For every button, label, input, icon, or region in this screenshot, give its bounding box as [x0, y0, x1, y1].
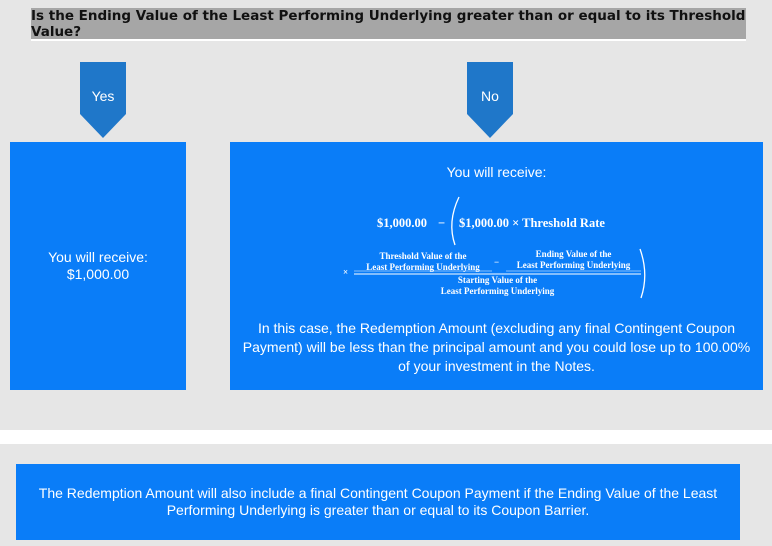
yes-arrow: Yes	[80, 62, 126, 138]
formula-minus-sign: −	[438, 216, 446, 230]
formula-brackets	[354, 196, 646, 299]
redemption-formula: $1,000.00 − $1,000.00 × Threshold Rate ×…	[230, 142, 763, 390]
no-arrow: No	[467, 62, 513, 138]
no-label: No	[481, 88, 499, 104]
no-chevron-shape	[467, 62, 513, 138]
threshold-value-line2: Least Performing Underlying	[366, 262, 480, 272]
ending-value-label: Ending Value of the Least Performing Und…	[506, 249, 641, 271]
yes-receive-label: You will receive:	[48, 249, 148, 265]
no-description: In this case, the Redemption Amount (exc…	[242, 320, 751, 374]
starting-value-line1: Starting Value of the	[457, 275, 538, 285]
coupon-note-text: The Redemption Amount will also include …	[38, 485, 718, 518]
starting-value-label: Starting Value of the Least Performing U…	[420, 275, 575, 297]
coupon-note-box: The Redemption Amount will also include …	[16, 464, 740, 540]
yes-chevron-shape	[80, 62, 126, 138]
yes-label: Yes	[91, 88, 115, 104]
threshold-value-label: Threshold Value of the Least Performing …	[354, 251, 492, 273]
formula-times-sign: ×	[343, 267, 349, 277]
question-header: Is the Ending Value of the Least Perform…	[31, 7, 746, 41]
starting-value-line2: Least Performing Underlying	[440, 286, 555, 296]
threshold-value-line1: Threshold Value of the	[379, 251, 467, 261]
yes-amount: $1,000.00	[66, 266, 130, 282]
ending-value-line1: Ending Value of the	[535, 249, 612, 259]
numerator-minus-sign: −	[494, 257, 500, 267]
no-outcome-box: You will receive: $1,000.00 − $1,000.00 …	[230, 142, 763, 390]
formula-principal: $1,000.00	[377, 216, 427, 230]
formula-threshold-term: $1,000.00 × Threshold Rate	[459, 216, 605, 230]
yes-outcome-box: You will receive: $1,000.00	[10, 142, 186, 390]
ending-value-line2: Least Performing Underlying	[516, 260, 631, 270]
no-receive-label: You will receive:	[446, 164, 547, 180]
